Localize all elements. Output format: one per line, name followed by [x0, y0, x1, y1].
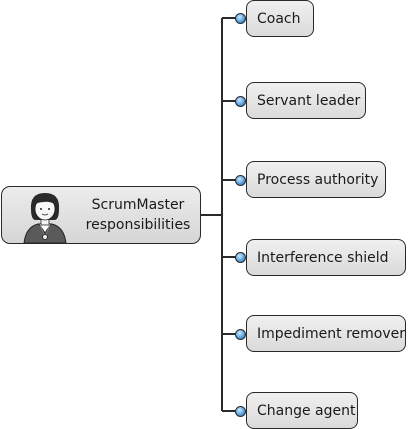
central-label: ScrumMaster responsibilities [78, 195, 198, 235]
connector-dot [235, 406, 246, 417]
connector-dot [235, 13, 246, 24]
connector-dot [235, 329, 246, 340]
scrummaster-avatar-icon [23, 193, 67, 243]
connector-dot [235, 96, 246, 107]
node-coach: Coach [246, 0, 314, 37]
connector-dot [235, 175, 246, 186]
central-node: ScrumMaster responsibilities [1, 186, 201, 244]
central-label-line: responsibilities [85, 217, 191, 233]
node-change-agent: Change agent [246, 392, 358, 429]
node-servant-leader: Servant leader [246, 82, 366, 119]
node-process-authority: Process authority [246, 161, 386, 198]
central-label-line: ScrumMaster [91, 197, 185, 213]
connector-dot [235, 252, 246, 263]
node-impediment-remover: Impediment remover [246, 315, 406, 352]
node-interference-shield: Interference shield [246, 239, 406, 276]
